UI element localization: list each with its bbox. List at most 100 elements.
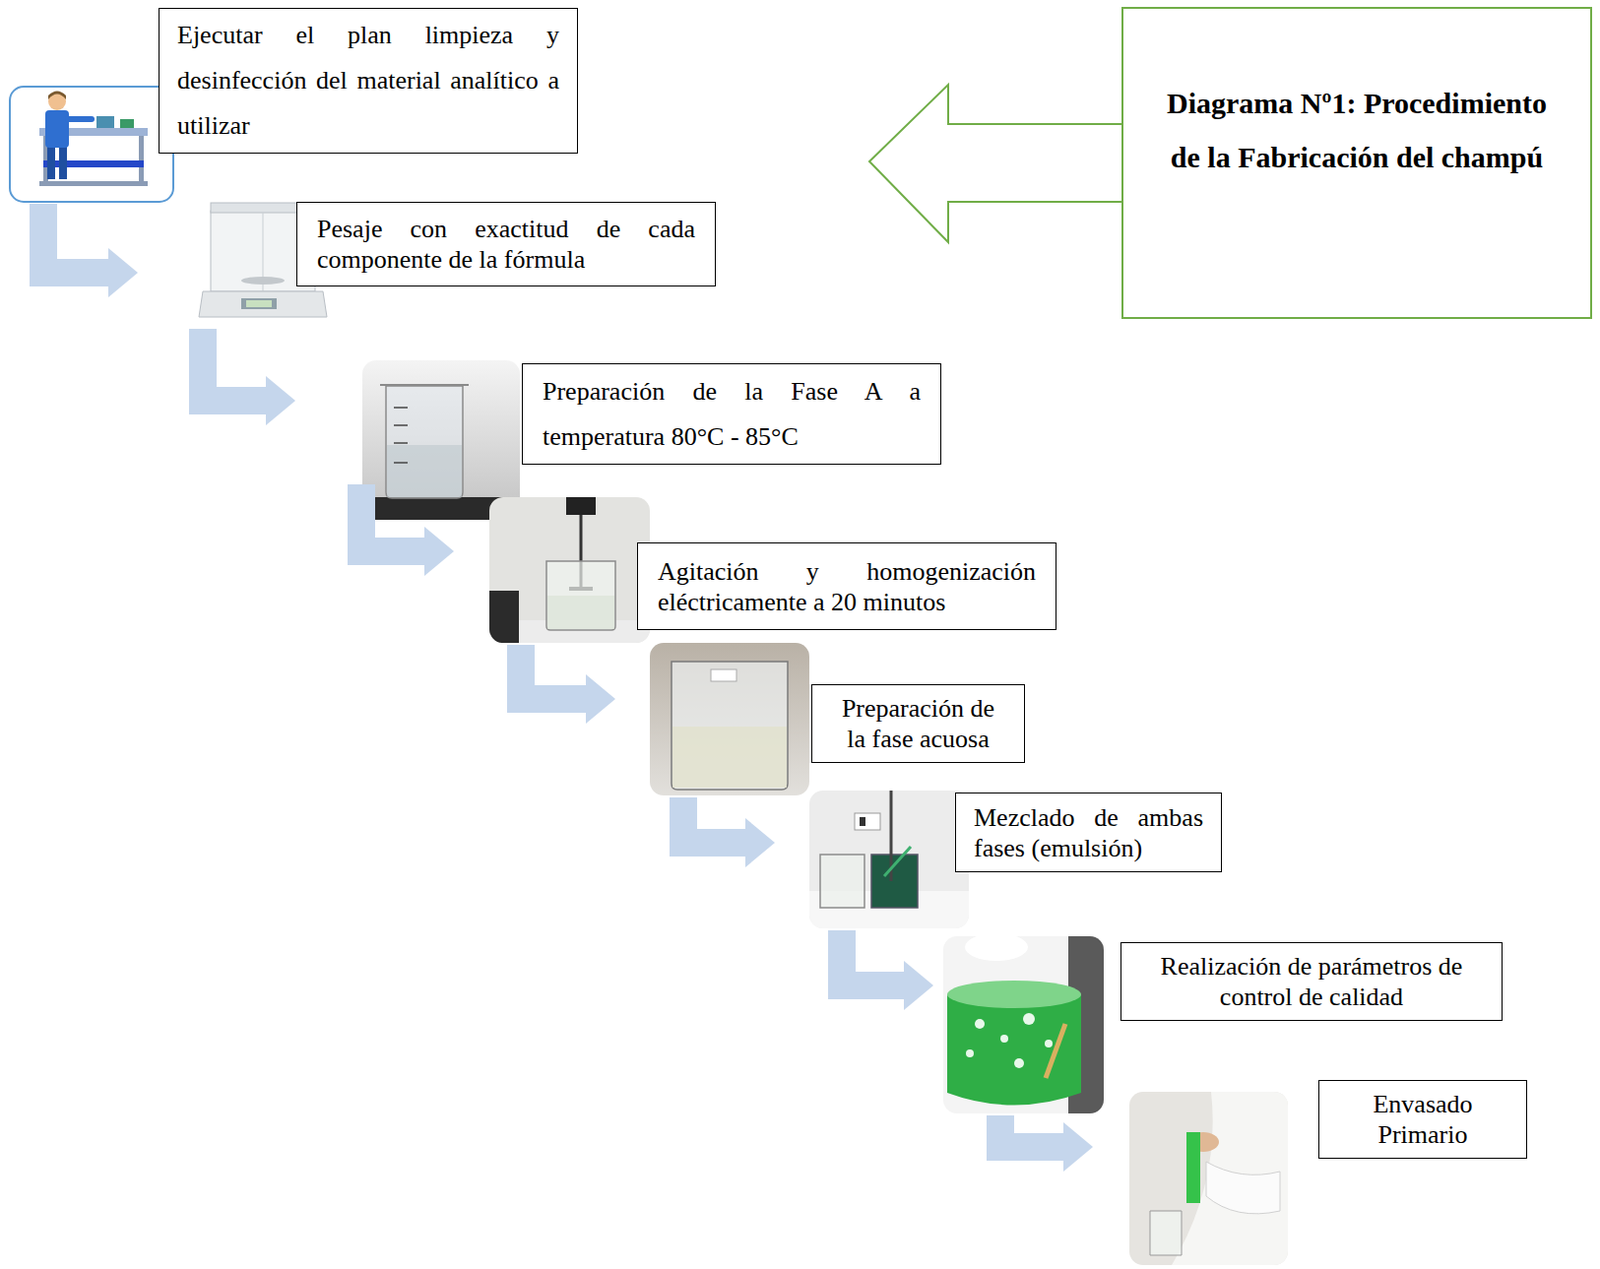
flow-arrow-head: [108, 248, 138, 298]
quality-control-photo: [943, 936, 1104, 1114]
step-text: Preparación de la Fase A a temperatura 8…: [542, 369, 921, 460]
beaker-photo-part: [393, 406, 408, 409]
beaker-photo-part: [380, 384, 469, 386]
aqueous-phase-photo-part: [649, 642, 810, 796]
mixing-photo-part: [859, 817, 866, 827]
step-box: Ejecutar el plan limpieza y desinfección…: [158, 7, 578, 154]
quality-control-photo-part: [964, 936, 1028, 961]
analytical-balance-part: [241, 298, 277, 310]
flow-arrow-head: [903, 960, 934, 1011]
technician-icon: [9, 86, 174, 202]
packaging-photo-part: [1150, 1211, 1182, 1256]
beaker-photo-part: [393, 442, 408, 445]
packaging-photo-part: [1129, 1091, 1288, 1266]
packaging-photo-part: [1186, 1132, 1201, 1204]
step-box: Mezclado de ambas fases (emulsión): [955, 792, 1222, 873]
step-text: Agitación y homogenización eléctricament…: [657, 556, 1036, 618]
quality-control-photo-part: [1044, 1039, 1053, 1048]
flow-arrow: [361, 484, 454, 576]
aqueous-phase-photo: [649, 642, 810, 796]
quality-control-photo-part: [1023, 1013, 1035, 1025]
flow-arrow-shaft: [841, 930, 904, 986]
process-step: Preparación de la fase acuosa: [649, 642, 1025, 796]
aqueous-phase-photo-part: [672, 726, 787, 788]
quality-control-photo-part: [1014, 1058, 1024, 1069]
technician-icon-part: [39, 181, 148, 187]
quality-control-photo-part: [974, 1019, 985, 1029]
step-text: Preparación de la fase acuosa: [832, 693, 1005, 755]
technician-icon-part: [43, 160, 144, 168]
analytical-balance-part: [241, 276, 285, 285]
process-step: Agitación y homogenización eléctricament…: [489, 497, 1057, 643]
technician-icon-part: [47, 145, 56, 180]
stirring-photo-part: [547, 595, 615, 630]
process-step: Pesaje con exactitud de cada componente …: [198, 198, 716, 327]
flow-arrow: [520, 644, 616, 724]
step-box: Pesaje con exactitud de cada componente …: [296, 201, 716, 287]
flow-arrow-head: [585, 674, 616, 724]
flow-arrow: [683, 797, 775, 868]
technician-icon-part: [45, 110, 69, 148]
pointer-arrow-part: [869, 84, 1123, 243]
quality-control-photo-part: [1045, 1024, 1066, 1079]
quality-control-photo-part: [1000, 1034, 1009, 1043]
step-text: Realización de parámetros de control de …: [1141, 951, 1482, 1013]
step-box: Preparación de la Fase A a temperatura 8…: [521, 363, 942, 465]
beaker-photo-part: [362, 360, 520, 520]
title-frame-part: [1122, 7, 1592, 319]
step-text: Envasado Primario: [1339, 1088, 1507, 1151]
aqueous-phase-photo-part: [710, 669, 737, 682]
mixing-photo-part: [854, 813, 881, 831]
step-text: Ejecutar el plan limpieza y desinfección…: [177, 12, 560, 149]
packaging-photo-part: [1171, 1091, 1288, 1266]
stirring-photo-part: [489, 590, 519, 643]
step-box: Preparación de la fase acuosa: [811, 684, 1025, 764]
process-step: Ejecutar el plan limpieza y desinfección…: [9, 7, 578, 202]
stirring-photo-part: [566, 497, 596, 515]
diagram-title: Diagrama Nº1: Procedimiento de la Fabric…: [1152, 75, 1562, 185]
stirring-photo-part: [546, 561, 616, 631]
stirring-photo-part: [489, 497, 650, 643]
flow-arrow-shaft: [520, 644, 586, 700]
beaker-photo-part: [386, 445, 462, 498]
flow-arrow-head: [424, 526, 454, 576]
quality-control-photo-part: [943, 936, 1104, 1114]
flow-arrow-shaft: [43, 203, 109, 273]
technician-icon-part: [9, 86, 174, 202]
flow-arrow-head: [265, 376, 296, 426]
stirring-photo: [489, 497, 650, 643]
flow-arrow-head: [1063, 1122, 1093, 1172]
flow-arrow-shaft: [361, 484, 425, 552]
quality-control-photo-part: [947, 980, 1082, 1009]
flow-arrow: [43, 203, 138, 298]
flow-arrow-shaft: [1000, 1115, 1064, 1148]
step-box: Realización de parámetros de control de …: [1120, 942, 1503, 1022]
beaker-photo: [362, 360, 520, 520]
title-frame: [1122, 7, 1592, 319]
packaging-photo: [1129, 1091, 1288, 1266]
step-text: Pesaje con exactitud de cada componente …: [317, 213, 696, 275]
process-step: Preparación de la Fase A a temperatura 8…: [362, 360, 942, 520]
beaker-photo-part: [393, 461, 408, 464]
flow-arrow: [1000, 1115, 1093, 1172]
mixing-photo-part: [820, 854, 865, 908]
step-text: Mezclado de ambas fases (emulsión): [973, 802, 1204, 864]
analytical-balance-part: [246, 300, 272, 308]
flow-arrow: [202, 328, 296, 426]
quality-control-photo-part: [965, 1049, 974, 1058]
step-box: Agitación y homogenización eléctricament…: [637, 542, 1057, 631]
mixing-photo-part: [884, 846, 911, 877]
technician-icon-part: [48, 91, 66, 101]
pointer-arrow: [869, 84, 1123, 243]
process-step: Envasado Primario: [1129, 1080, 1528, 1266]
flow-arrow: [841, 930, 934, 1011]
mixing-photo: [809, 790, 969, 929]
technician-icon-part: [59, 145, 67, 180]
technician-icon-part: [64, 116, 95, 123]
flow-arrow-shaft: [683, 797, 746, 843]
technician-icon-part: [96, 116, 115, 128]
analytical-balance-part: [198, 291, 327, 318]
